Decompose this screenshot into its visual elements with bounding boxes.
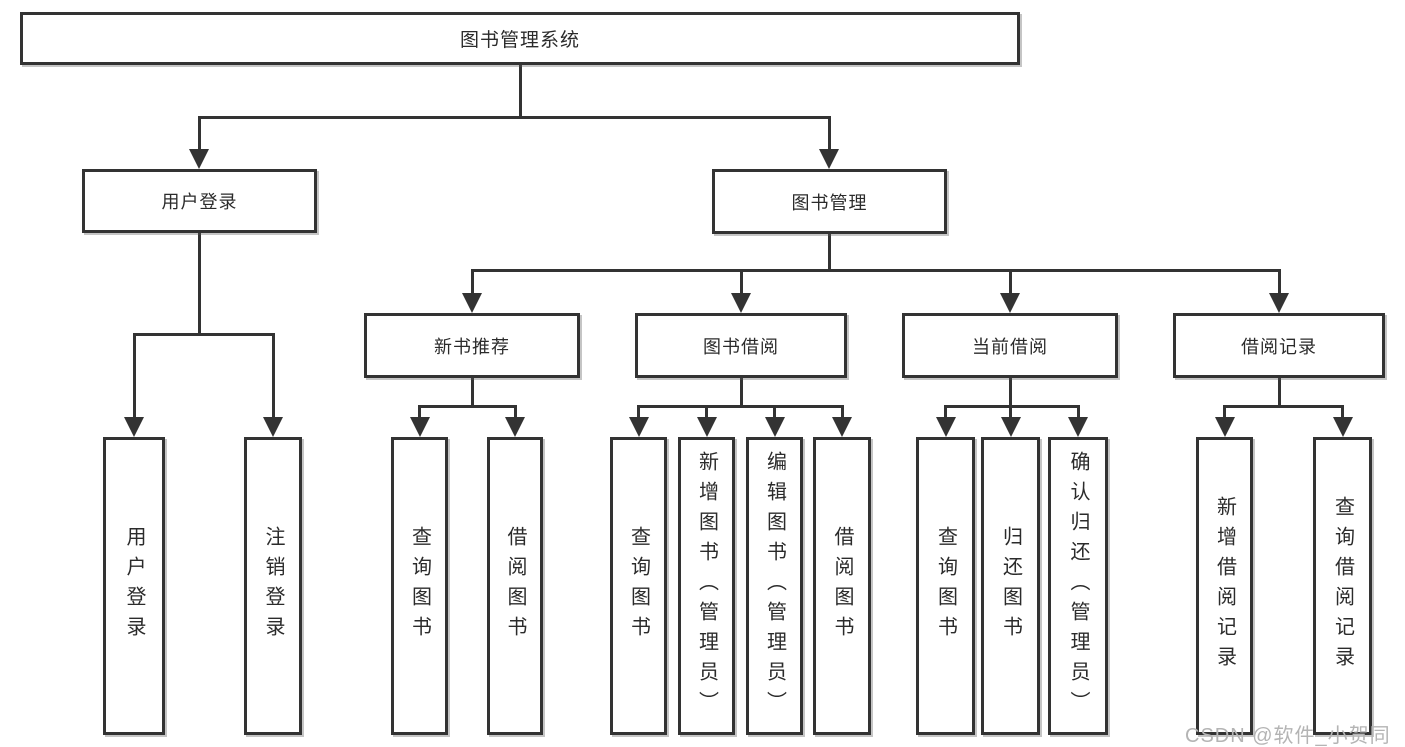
- arrowhead-down-icon: [410, 417, 430, 437]
- node-book-borrow-label: 图书借阅: [703, 336, 779, 357]
- node-cb-query-books: 查询图书: [916, 437, 975, 735]
- node-nb-borrow-books: 借阅图书: [487, 437, 543, 735]
- node-bb-edit-book-label: 编辑图书（管理员）: [763, 451, 786, 721]
- connector-fork1-hline: [418, 405, 517, 408]
- connector-stem-nb-query: [418, 405, 421, 417]
- node-br-query-record: 查询借阅记录: [1313, 437, 1372, 735]
- connector-fork4-hline: [1223, 405, 1344, 408]
- arrowhead-down-icon: [1068, 417, 1088, 437]
- node-user-login-label: 用户登录: [161, 192, 238, 212]
- node-bb-query-books-label: 查询图书: [627, 526, 650, 646]
- connector-under-book-borrow: [740, 378, 743, 405]
- node-br-add-record: 新增借阅记录: [1196, 437, 1253, 735]
- connector-stem-book-mgmt: [828, 116, 831, 150]
- arrowhead-down-icon: [263, 417, 283, 437]
- connector-stem-user-login: [198, 116, 201, 150]
- node-borrow-records-label: 借阅记录: [1241, 336, 1317, 357]
- connector-stem-bb-add: [705, 405, 708, 417]
- node-bb-add-book-label: 新增图书（管理员）: [695, 451, 718, 721]
- connector-under-book-mgmt: [828, 234, 831, 269]
- connector-stem-book-borrow: [740, 269, 743, 293]
- connector-level3-hline: [471, 269, 1281, 272]
- node-bb-borrow-books-label: 借阅图书: [831, 526, 853, 646]
- node-book-borrow: 图书借阅: [635, 313, 847, 378]
- connector-stem-br-add: [1223, 405, 1226, 417]
- node-current-borrow-label: 当前借阅: [972, 336, 1048, 357]
- node-new-books: 新书推荐: [364, 313, 580, 378]
- connector-root-trunk: [519, 65, 522, 117]
- connector-stem-borrow-records: [1278, 269, 1281, 293]
- arrowhead-down-icon: [832, 417, 852, 437]
- arrowhead-down-icon: [1000, 293, 1020, 313]
- node-cb-return-book-label: 归还图书: [999, 526, 1022, 646]
- node-cb-return-book: 归还图书: [981, 437, 1040, 735]
- node-nb-query-books-label: 查询图书: [408, 526, 431, 646]
- arrowhead-down-icon: [505, 417, 525, 437]
- node-cb-confirm-return: 确认归还（管理员）: [1048, 437, 1108, 735]
- connector-under-current-borrow: [1009, 378, 1012, 405]
- node-bb-query-books: 查询图书: [610, 437, 667, 735]
- arrowhead-down-icon: [697, 417, 717, 437]
- connector-stem-bb-edit: [773, 405, 776, 417]
- connector-stem-nb-borrow: [514, 405, 517, 417]
- connector-fork2-hline: [637, 405, 844, 408]
- arrowhead-down-icon: [731, 293, 751, 313]
- node-book-mgmt: 图书管理: [712, 169, 947, 234]
- arrowhead-down-icon: [462, 293, 482, 313]
- arrowhead-down-icon: [629, 417, 649, 437]
- node-br-query-record-label: 查询借阅记录: [1331, 496, 1354, 676]
- node-cb-confirm-return-label: 确认归还（管理员）: [1067, 451, 1089, 721]
- arrowhead-down-icon: [765, 417, 785, 437]
- node-br-add-record-label: 新增借阅记录: [1213, 496, 1236, 676]
- arrowhead-down-icon: [1215, 417, 1235, 437]
- arrowhead-down-icon: [936, 417, 956, 437]
- node-book-mgmt-label: 图书管理: [791, 192, 868, 213]
- node-bb-add-book: 新增图书（管理员）: [678, 437, 735, 735]
- connector-stem-cb-query: [944, 405, 947, 417]
- connector-stem-new-books: [471, 269, 474, 293]
- arrowhead-down-icon: [1333, 417, 1353, 437]
- arrowhead-down-icon: [189, 149, 209, 169]
- connector-stem-cb-return: [1009, 405, 1012, 417]
- node-borrow-records: 借阅记录: [1173, 313, 1385, 378]
- connector-level2-hline: [198, 116, 831, 119]
- connector-stem-current-borrow: [1009, 269, 1012, 293]
- node-new-books-label: 新书推荐: [434, 336, 510, 357]
- arrowhead-down-icon: [819, 149, 839, 169]
- node-bb-borrow-books: 借阅图书: [813, 437, 871, 735]
- arrowhead-down-icon: [1269, 293, 1289, 313]
- connector-stem-cb-confirm: [1077, 405, 1080, 417]
- node-root-label: 图书管理系统: [459, 30, 580, 51]
- connector-stem-bb-query: [637, 405, 640, 417]
- connector-stem-bb-borrow: [841, 405, 844, 417]
- node-current-borrow: 当前借阅: [902, 313, 1118, 378]
- connector-user-fork-hline: [133, 333, 275, 336]
- watermark: CSDN @软件_小贺同学: [1185, 725, 1391, 747]
- node-user-login-leaf: 用户登录: [103, 437, 165, 735]
- connector-under-borrow-records: [1278, 378, 1281, 405]
- node-logout-leaf: 注销登录: [244, 437, 302, 735]
- connector-under-new-books: [471, 378, 474, 405]
- node-root: 图书管理系统: [20, 12, 1020, 65]
- node-user-login-leaf-label: 用户登录: [123, 526, 145, 646]
- connector-stem-user-login-leaf: [133, 333, 136, 417]
- node-bb-edit-book: 编辑图书（管理员）: [746, 437, 803, 735]
- connector-stem-br-query: [1341, 405, 1344, 417]
- arrowhead-down-icon: [1001, 417, 1021, 437]
- connector-under-user-login: [198, 233, 201, 333]
- arrowhead-down-icon: [124, 417, 144, 437]
- node-logout-leaf-label: 注销登录: [262, 526, 284, 646]
- connector-fork3-hline: [944, 405, 1080, 408]
- node-cb-query-books-label: 查询图书: [934, 526, 957, 646]
- node-nb-borrow-books-label: 借阅图书: [504, 526, 526, 646]
- connector-stem-logout-leaf: [272, 333, 275, 417]
- node-user-login: 用户登录: [82, 169, 317, 233]
- node-nb-query-books: 查询图书: [391, 437, 448, 735]
